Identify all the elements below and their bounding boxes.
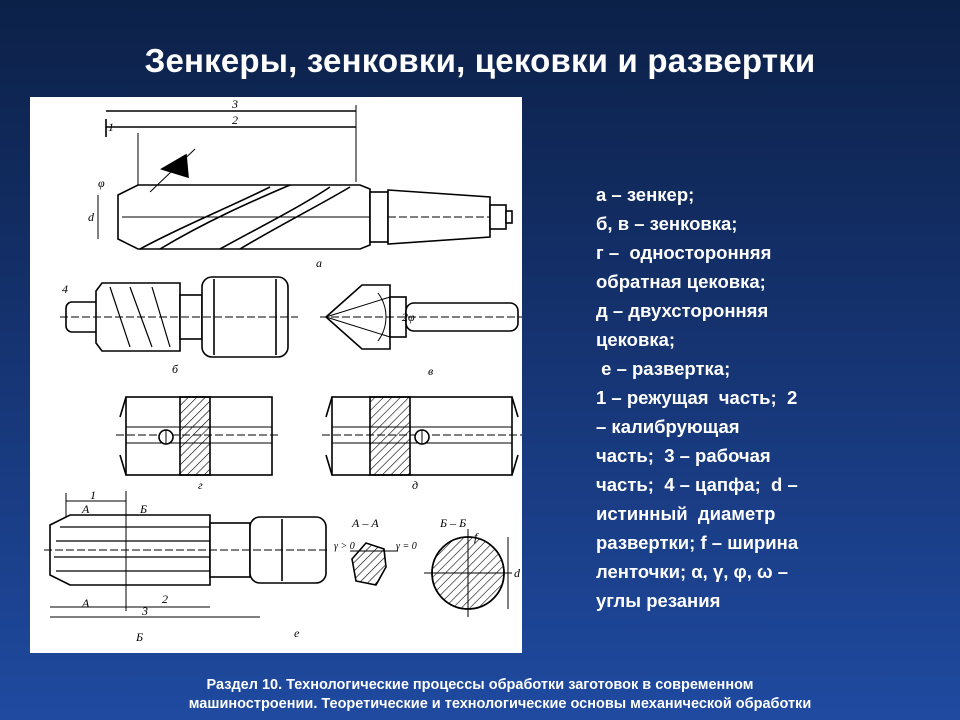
slide-title: Зенкеры, зенковки, цековки и развертки — [144, 42, 816, 79]
fig-label-d: д — [412, 478, 418, 492]
legend-line: – калибрующая — [596, 416, 740, 437]
slide-footer: Раздел 10. Технологические процессы обра… — [0, 676, 960, 714]
legend-line: цековка; — [596, 329, 676, 350]
legend-line: д – двухсторонняя — [596, 300, 769, 321]
cut-label-b-bottom: Б — [135, 630, 143, 644]
tool-drawings-svg: 3 2 1 φ d а 4 б 2φ в г д 1 А Б 2 3 А Б А… — [44, 97, 522, 644]
legend-line: г – односторонняя — [596, 242, 772, 263]
counterbore-drawing-d — [322, 396, 522, 476]
countersink-drawing-v — [320, 284, 522, 350]
legend-line: обратная цековка; — [596, 271, 766, 292]
countersink-drawing-b — [60, 276, 298, 358]
legend-line: углы резания — [596, 590, 721, 611]
dim-label-2-e: 2 — [162, 592, 168, 606]
fig-label-g: г — [198, 478, 203, 492]
phi-label: φ — [98, 176, 105, 190]
dim-label-3: 3 — [231, 97, 238, 111]
footer-line-2: машиностроении. Теоретические и технолог… — [188, 696, 812, 712]
two-phi-label: 2φ — [402, 310, 415, 324]
cut-label-a-top: А — [81, 502, 90, 516]
dim-label-4: 4 — [62, 282, 68, 296]
legend-line: е – развертка; — [596, 358, 731, 379]
f-label: f — [474, 530, 479, 544]
dim-label-3-e: 3 — [141, 604, 148, 618]
legend-line: ленточки; α, γ, φ, ω – — [596, 561, 789, 582]
d-label-e: d — [514, 566, 521, 580]
cut-label-b-top: Б — [139, 502, 147, 516]
legend-line: развертки; f – ширина — [596, 532, 799, 553]
legend-line: 1 – режущая часть; 2 — [596, 387, 798, 408]
section-aa-label: А – А — [351, 516, 379, 530]
d-label: d — [88, 210, 95, 224]
legend-line: часть; 4 – цапфа; d – — [596, 474, 798, 495]
fig-label-b: б — [172, 362, 179, 376]
gamma-zero-label: γ = 0 — [396, 541, 417, 552]
legend-line: а – зенкер; — [596, 184, 695, 205]
legend-line: истинный диаметр — [596, 503, 776, 524]
dim-label-1: 1 — [108, 120, 114, 134]
tool-drawings-figure: 3 2 1 φ d а 4 б 2φ в г д 1 А Б 2 3 А Б А… — [30, 97, 522, 653]
legend-line: часть; 3 – рабочая — [596, 445, 771, 466]
section-bb — [424, 529, 512, 617]
legend-line: б, в – зенковка; — [596, 213, 738, 234]
fig-label-a: а — [316, 256, 322, 270]
cut-label-a-bottom: А — [81, 596, 90, 610]
fig-label-e: е — [294, 626, 300, 640]
counterbore-drawing-g — [116, 396, 280, 476]
figure-legend: а – зенкер; б, в – зенковка; г – односто… — [596, 180, 896, 615]
gamma-pos-label: γ > 0 — [334, 541, 355, 552]
section-bb-label: Б – Б — [439, 516, 466, 530]
footer-line-1: Раздел 10. Технологические процессы обра… — [206, 677, 754, 693]
countersink-drawing-a — [97, 105, 513, 250]
fig-label-v: в — [428, 364, 433, 378]
section-aa — [350, 542, 398, 586]
dim-label-2: 2 — [232, 113, 238, 127]
reamer-drawing-e — [44, 491, 330, 618]
dim-label-1-e: 1 — [90, 488, 96, 502]
